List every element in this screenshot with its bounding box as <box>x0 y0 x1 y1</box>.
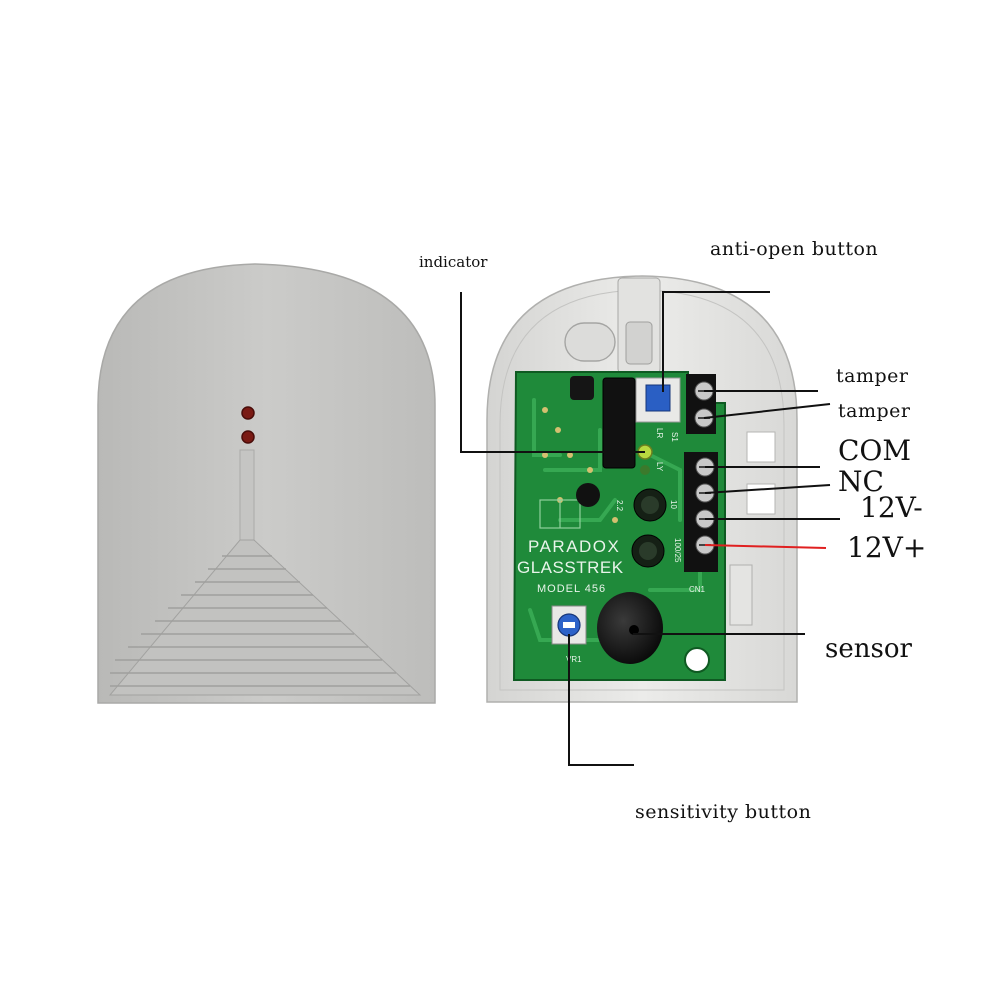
board-mark-cap1: 2.2 <box>615 500 624 512</box>
terminal-block-main <box>684 452 718 572</box>
label-anti-open-button: anti-open button <box>710 238 879 260</box>
label-nc: NC <box>838 465 884 498</box>
grille <box>108 539 422 696</box>
board-mark-cap2: 10 <box>669 500 678 509</box>
led-bottom-icon <box>241 430 255 444</box>
leader-sensitivity-button <box>568 634 634 766</box>
leader-anti-open-button <box>662 291 770 392</box>
brand-paradox: PARADOX <box>528 537 620 556</box>
terminal-block-top <box>686 374 716 434</box>
brand-glasstrek: GLASSTREK <box>517 558 624 577</box>
board-mark-cap3: 100/25 <box>673 538 682 563</box>
leader-12v-plus <box>704 544 827 549</box>
board-mark-s1: S1 <box>670 432 679 442</box>
board-mark-vr1: VR1 <box>566 655 582 664</box>
anti-open-button-switch <box>645 384 671 412</box>
opened-detector: S1 LR LY 2.2 10 100/25 CN1 VR1 PARADOX G… <box>486 275 798 703</box>
pcb: S1 LR LY 2.2 10 100/25 CN1 VR1 PARADOX G… <box>512 371 726 681</box>
label-sensitivity-button: sensitivity button <box>635 801 812 823</box>
led-top-icon <box>241 406 255 420</box>
label-12v-plus: 12V+ <box>847 531 927 564</box>
label-indicator: indicator <box>419 253 488 271</box>
label-tamper-2: tamper <box>838 400 911 422</box>
label-tamper-1: tamper <box>836 365 909 387</box>
board-mark-lr: LR <box>655 428 664 438</box>
leader-indicator <box>460 292 645 453</box>
leader-nc <box>704 484 831 494</box>
label-sensor: sensor <box>825 634 912 664</box>
leader-lines <box>460 291 840 766</box>
detector-cover <box>97 263 436 704</box>
brand-model: MODEL 456 <box>537 583 606 595</box>
board-mark-ly: LY <box>655 462 664 472</box>
board-mark-cn1: CN1 <box>689 585 706 594</box>
label-12v-minus: 12V- <box>860 491 923 524</box>
leader-tamper-2 <box>703 403 831 419</box>
label-com: COM <box>838 434 912 467</box>
